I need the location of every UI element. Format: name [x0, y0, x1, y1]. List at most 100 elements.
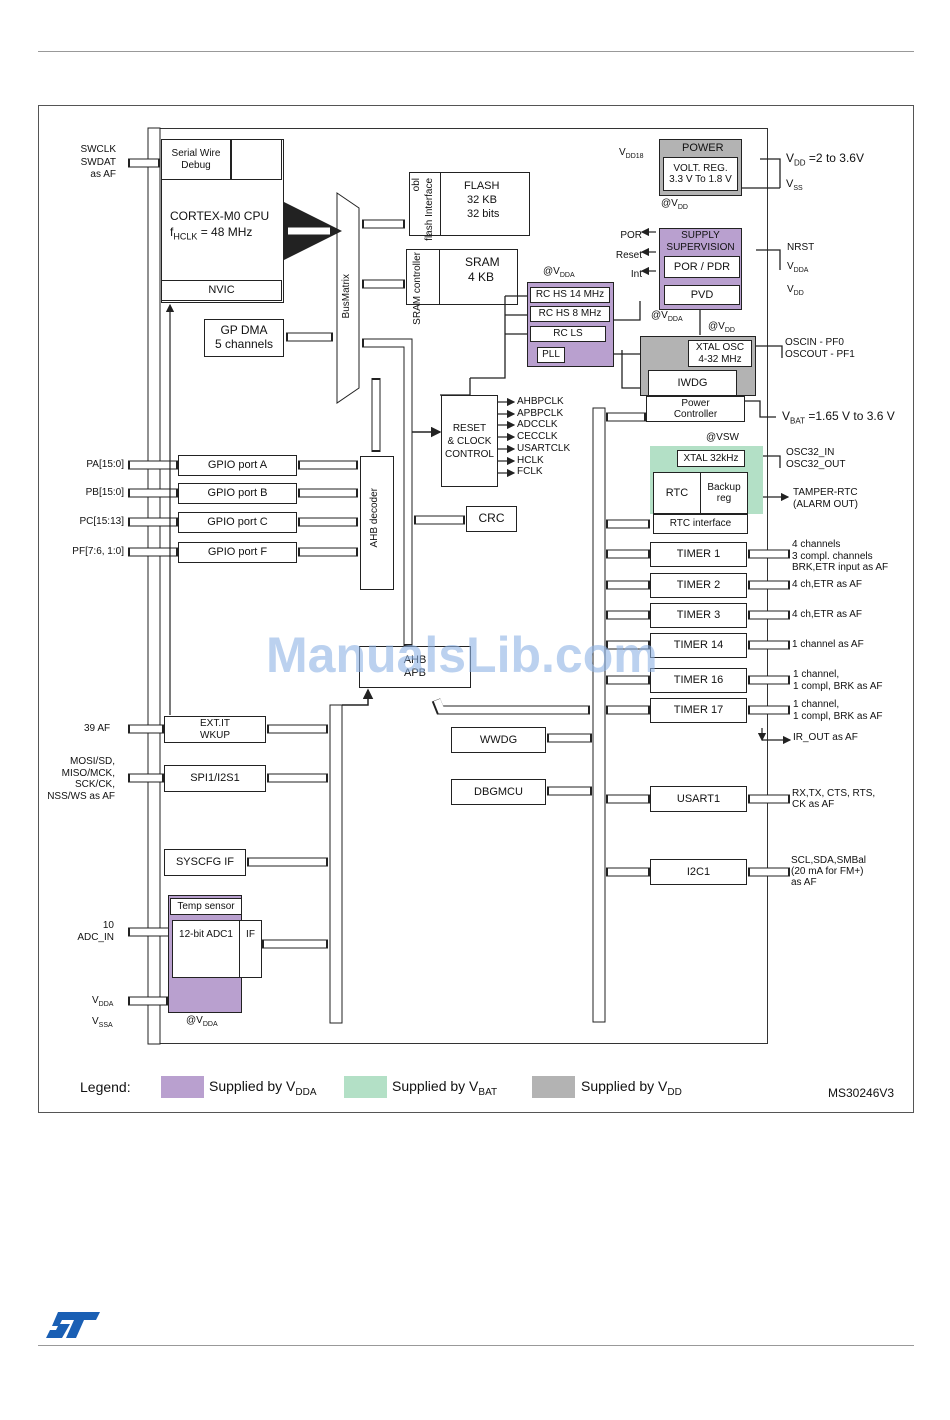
sup-vdd-sub: DD: [724, 327, 735, 334]
sup-vdda-sub: DDA: [667, 316, 683, 323]
figure-frame: [38, 105, 914, 1113]
voltage-regulator: VOLT. REG. 3.3 V To 1.8 V: [663, 157, 738, 191]
supervision-signals: POR Reset Int: [604, 226, 642, 285]
clk-usartclk: USARTCLK: [517, 442, 571, 454]
power-at-v: @V: [661, 198, 678, 209]
vss-sub: SS: [793, 185, 803, 193]
ahb-decoder-label: AHB decoder: [369, 488, 380, 548]
pin-osc32-out: OSC32_OUT: [786, 459, 846, 470]
gp-dma-channels: 5 channels: [214, 337, 274, 351]
sup-vdd-v: @V: [708, 321, 725, 332]
sram-title: SRAM: [465, 255, 500, 269]
timer-14-pins: 1 channel as AF: [792, 639, 864, 650]
spi-pin-nss: NSS/WS as AF: [47, 790, 115, 802]
adc-at-vdda: @VDDA: [186, 1015, 218, 1029]
timer-16: TIMER 16: [650, 668, 747, 693]
reset-clock-control: RESET & CLOCK CONTROL: [441, 395, 498, 487]
adc-vdda-v: V: [92, 995, 99, 1006]
watermark: ManualsLib.com: [266, 627, 658, 683]
timer-2-pins: 4 ch,ETR as AF: [792, 579, 863, 590]
freq-f: f: [170, 225, 174, 239]
spi-pins: MOSI/SD, MISO/MCK, SCK/CK, NSS/WS as AF: [40, 756, 115, 802]
flash-interface: [409, 172, 441, 236]
swd-signals: SWCLK SWDAT as AF: [70, 144, 116, 182]
osc32-pins: OSC32_IN OSC32_OUT: [786, 447, 845, 471]
sig-int: Int: [630, 269, 642, 280]
power-at-sub: DD: [677, 204, 688, 211]
pin-nrst: NRST: [787, 242, 815, 253]
rcc-outputs: AHBPCLK APBPCLK ADCCLK CECCLK USARTCLK H…: [517, 396, 570, 478]
clk-apbpclk: APBPCLK: [517, 407, 564, 419]
timer-16-pins: 1 channel, 1 compl, BRK as AF: [793, 669, 882, 692]
flash-size: 32 KB: [467, 194, 497, 206]
t16-pin-0: 1 channel,: [793, 669, 840, 680]
adc1-block: 12-bit ADC1: [172, 920, 240, 978]
legend-vdd-sub: DD: [667, 1086, 682, 1098]
ahb-decoder-block: [360, 456, 394, 590]
rtc-block: RTC: [653, 472, 701, 514]
power-at-vdd: @VDD: [661, 198, 688, 212]
timer-1: TIMER 1: [650, 542, 747, 567]
adc-vssa: VSSA: [92, 1013, 113, 1034]
volt-reg-range: 3.3 V To 1.8 V: [669, 174, 732, 185]
vdd-supply-range: VDD =2 to 3.6V: [786, 151, 864, 168]
supervision-pins: NRST VDDA VDD: [787, 238, 814, 303]
flash-block: [409, 172, 530, 236]
backup-line-1: Backup: [707, 481, 741, 493]
pll-block: PLL: [537, 347, 565, 363]
backup-line-2: reg: [716, 493, 732, 504]
flash-interface-label: flash Interface: [424, 178, 435, 241]
vdd-sub: DD: [794, 158, 806, 168]
pin-vdda-v: V: [787, 261, 794, 272]
spi-pin-mosi: MOSI/SD,: [69, 756, 115, 767]
power-controller: Power Controller: [646, 396, 745, 422]
pin-vdd: VDD: [787, 280, 814, 303]
timer-1-pins: 4 channels 3 compl. channels BRK,ETR inp…: [792, 539, 888, 574]
pin-vdd-sub: DD: [793, 290, 804, 297]
adc-pin-count: 10: [102, 920, 114, 931]
vdd18-sub: DD18: [625, 153, 644, 160]
clk-ahbpclk: AHBPCLK: [517, 396, 564, 407]
supervision-at-vdd: @VDD: [708, 321, 735, 335]
pin-osc32-in: OSC32_IN: [786, 447, 835, 458]
supervision-line-2: SUPERVISION: [666, 241, 735, 253]
vdd-v: V: [786, 151, 795, 165]
sig-reset: Reset: [615, 249, 642, 261]
timer-14: TIMER 14: [650, 633, 747, 658]
clk-fclk: FCLK: [517, 466, 543, 478]
adc-at-sub: DDA: [202, 1021, 218, 1028]
gpio-pin-f: PF[7:6, 1:0]: [72, 546, 124, 557]
clk-hclk: HCLK: [517, 454, 544, 466]
legend-vbat-sub: BAT: [478, 1086, 498, 1098]
spi1-i2s1-block: SPI1/I2S1: [164, 765, 266, 792]
rc-hs-14mhz: RC HS 14 MHz: [530, 287, 610, 303]
usart1-pins: RX,TX, CTS, RTS, CK as AF: [792, 788, 875, 810]
pin-vdd-v: V: [787, 284, 794, 295]
syscfg-if-block: SYSCFG IF: [164, 849, 246, 876]
sram-block: [406, 249, 518, 305]
usart-pin-0: RX,TX, CTS, RTS,: [792, 788, 876, 799]
supervision-at-vdda: @VDDA: [651, 310, 683, 324]
legend-vbat: Supplied by VBAT: [392, 1078, 497, 1098]
ir-out-label: IR_OUT as AF: [793, 732, 858, 743]
timer-3-pins: 4 ch,ETR as AF: [792, 609, 863, 620]
gpio-port-a: GPIO port A: [178, 455, 297, 476]
adc-vssa-v: V: [92, 1016, 99, 1027]
osc-vdda-sub: DDA: [559, 272, 575, 279]
rc-hs-8mhz: RC HS 8 MHz: [530, 306, 610, 322]
exti-title: EXT.IT: [199, 718, 230, 729]
t17-pin-1: 1 compl, BRK as AF: [793, 710, 883, 722]
bridge-apb: APB: [403, 667, 426, 679]
i2c-pin-0: SCL,SDA,SMBal: [791, 855, 867, 866]
iwdg-block: IWDG: [648, 370, 737, 396]
adc-vdda: VDDA: [92, 992, 113, 1013]
i2c1-block: I2C1: [650, 859, 747, 885]
t1-pin-2: BRK,ETR input as AF: [792, 562, 889, 573]
adc-pins: 10 ADC_IN: [70, 920, 114, 944]
vdd18-label: VDD18: [619, 147, 644, 161]
vss-v: V: [786, 178, 794, 190]
bottom-rule: [38, 1345, 914, 1346]
spi-pin-miso: MISO/MCK,: [61, 767, 115, 779]
gpio-port-f: GPIO port F: [178, 542, 297, 563]
gpio-pin-b: PB[15:0]: [85, 487, 124, 498]
